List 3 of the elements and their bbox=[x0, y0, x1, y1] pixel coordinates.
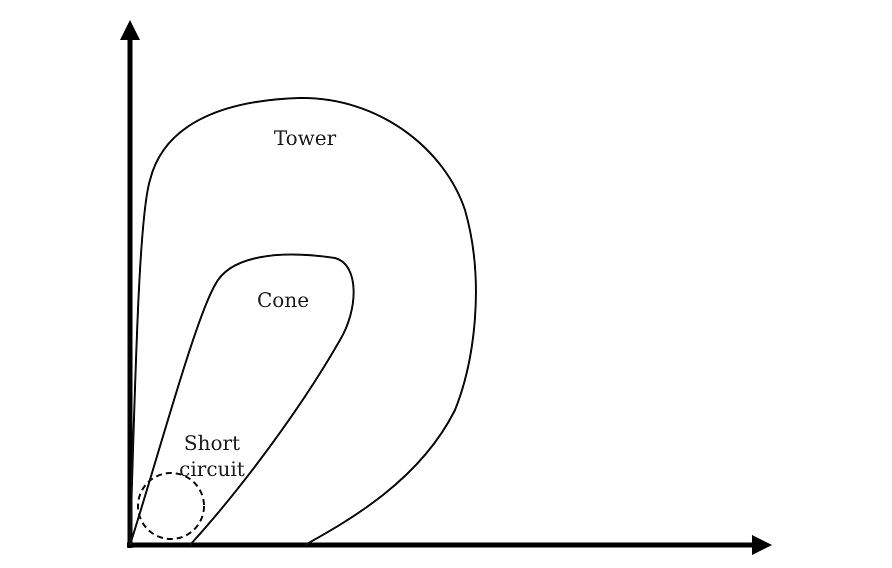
region-label: Cone bbox=[256, 287, 310, 313]
region-label: Tower bbox=[272, 125, 338, 151]
region-label: Short circuit bbox=[178, 430, 246, 482]
